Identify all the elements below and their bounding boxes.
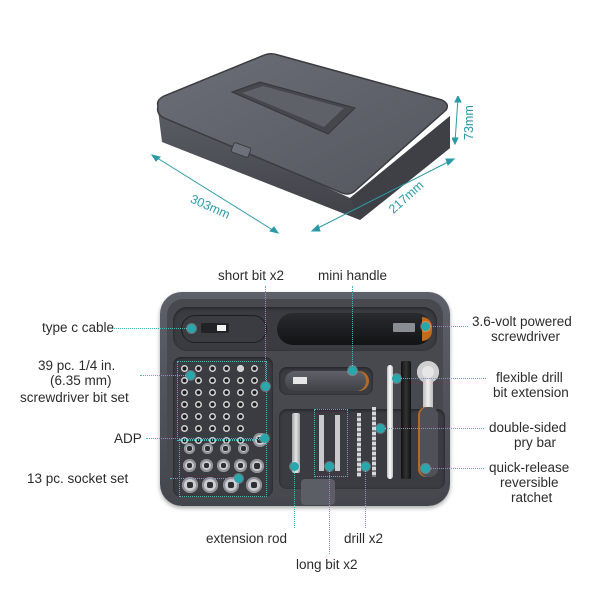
marker-pry-bar [376, 424, 385, 433]
leader-screwdriver [428, 326, 468, 327]
long-bit-1 [319, 415, 324, 471]
leader-bit-set [140, 375, 188, 376]
marker-ratchet [421, 464, 430, 473]
type-c-cable [181, 315, 267, 343]
label-drill: drill x2 [344, 531, 384, 546]
leader-socket-set [170, 478, 230, 479]
label-adp: ADP [114, 431, 142, 446]
label-flex-ext-2: bit extension [493, 385, 569, 400]
marker-extension-rod [290, 462, 299, 471]
label-socket-set: 13 pc. socket set [27, 471, 129, 486]
cable-connector-tip [217, 325, 226, 331]
long-bits-outline [314, 409, 348, 477]
leader-flex-extension [400, 378, 486, 379]
label-type-c-cable: type c cable [42, 320, 115, 335]
marker-mini-handle [348, 366, 357, 375]
socket-set-grid [179, 439, 267, 497]
marker-screwdriver [421, 322, 430, 331]
ratchet-head [417, 361, 439, 383]
label-flex-ext-1: flexible drill [496, 370, 563, 385]
label-ratchet-3: ratchet [511, 490, 553, 505]
leader-short-bit [265, 286, 266, 380]
label-bit-set-3: screwdriver bit set [20, 390, 129, 405]
mini-handle [285, 371, 369, 391]
ratchet-handle [418, 407, 438, 477]
leader-type-c-cable [112, 328, 189, 329]
marker-socket-set [234, 474, 243, 483]
open-case-tray [160, 292, 450, 506]
label-short-bit: short bit x2 [218, 268, 285, 283]
marker-bit-set [186, 371, 195, 380]
tools-compartment [279, 409, 445, 489]
length-dimension-line [150, 150, 470, 240]
marker-short-bit [261, 382, 270, 391]
leader-long-bit [329, 470, 330, 554]
marker-drill [361, 462, 370, 471]
screwdriver-grip [393, 323, 415, 332]
closed-case-illustration [150, 48, 460, 228]
bit-grid [181, 365, 267, 444]
label-ratchet-2: reversible [500, 475, 559, 490]
label-ratchet-1: quick-release [489, 460, 570, 475]
label-screwdriver-2: screwdriver [491, 329, 561, 344]
long-bit-2 [335, 415, 340, 471]
label-extension-rod: extension rod [206, 531, 288, 546]
leader-adp [146, 438, 264, 439]
leader-ratchet [428, 468, 484, 469]
pry-bar [387, 365, 393, 479]
height-dimension-label: 73mm [462, 105, 476, 140]
label-long-bit: long bit x2 [296, 557, 358, 572]
label-bit-set-2: (6.35 mm) [50, 373, 112, 388]
leader-extension-rod [294, 470, 295, 528]
leader-pry-bar [384, 428, 484, 429]
label-bit-set-1: 39 pc. 1/4 in. [38, 358, 116, 373]
tray-inner [167, 299, 445, 505]
label-screwdriver-1: 3.6-volt powered [472, 314, 572, 329]
leader-mini-handle [352, 286, 353, 366]
marker-flex-extension [392, 374, 401, 383]
marker-type-c-cable [187, 324, 196, 333]
marker-adp [260, 434, 269, 443]
mini-handle-shaft [293, 377, 307, 384]
label-mini-handle: mini handle [318, 268, 388, 283]
drill-bit-1 [357, 413, 361, 477]
leader-drill [365, 470, 366, 528]
label-pry-bar-2: pry bar [514, 435, 557, 450]
label-pry-bar-1: double-sided [489, 420, 567, 435]
drill-bit-2 [372, 407, 376, 477]
flexible-drill-extension [401, 361, 411, 479]
bit-set-outline [177, 361, 267, 441]
cable-connector [201, 323, 229, 333]
height-dimension-line [451, 94, 462, 146]
ratchet-neck [423, 379, 433, 409]
marker-long-bit [325, 462, 334, 471]
extension-rod [292, 413, 300, 473]
